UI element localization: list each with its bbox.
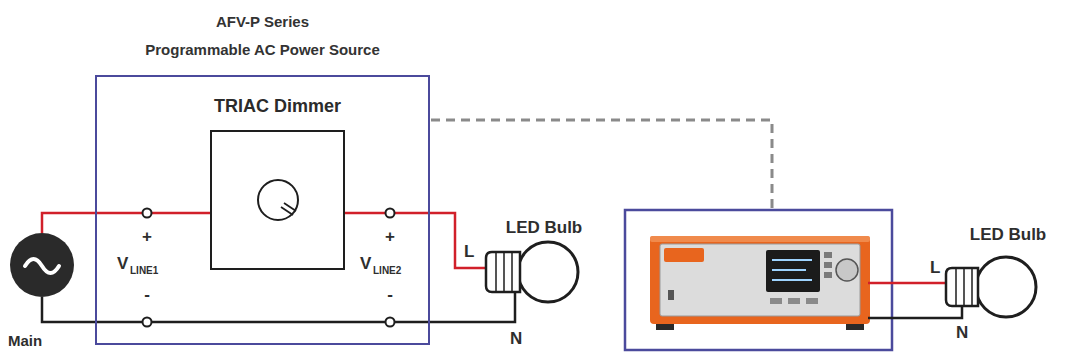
source-name: Main [8, 333, 42, 350]
led-bulb-symbol [946, 257, 1036, 317]
polarity-mark: + [142, 228, 152, 247]
terminal [386, 318, 395, 327]
heading-text: TRIAC Dimmer [214, 94, 341, 118]
ac-source-symbol [10, 233, 74, 297]
signal-name: V [117, 255, 128, 274]
device-frame [625, 210, 892, 350]
terminal [143, 318, 152, 327]
triac-dimmer-box: TRIAC Dimmer [210, 130, 345, 270]
neutral-wire [868, 306, 962, 318]
power-source-box: AFV-P SeriesProgrammable AC Power Source… [95, 75, 430, 345]
heading-group: TRIAC Dimmer [214, 94, 341, 118]
line-wire [868, 282, 948, 285]
signal-subscript: LINE1 [130, 265, 158, 276]
heading-text: AFV-P Series [145, 8, 380, 36]
wire-name: L [930, 259, 940, 278]
polarity-mark: + [385, 228, 395, 247]
dashed-link [431, 120, 772, 209]
wire-name: N [956, 324, 968, 343]
power-source-device [650, 236, 870, 330]
wire-name: L [464, 243, 474, 262]
part-name: LED Bulb [970, 226, 1047, 245]
subheading-text: Programmable AC Power Source [145, 36, 380, 64]
line-wire [42, 213, 210, 233]
terminal [386, 209, 395, 218]
polarity-mark: - [387, 286, 393, 305]
terminal [143, 209, 152, 218]
led-bulb-symbol [486, 242, 578, 302]
ac-tilde [25, 259, 59, 273]
wire-name: N [510, 330, 522, 349]
part-name: LED Bulb [506, 219, 583, 238]
polarity-mark: - [144, 286, 150, 305]
dimmer-knob [258, 180, 298, 220]
neutral-wire [42, 292, 515, 322]
signal-name: V [360, 255, 371, 274]
signal-subscript: LINE2 [373, 265, 401, 276]
heading-group: AFV-P SeriesProgrammable AC Power Source [145, 8, 380, 64]
knob-pointer [281, 203, 296, 215]
